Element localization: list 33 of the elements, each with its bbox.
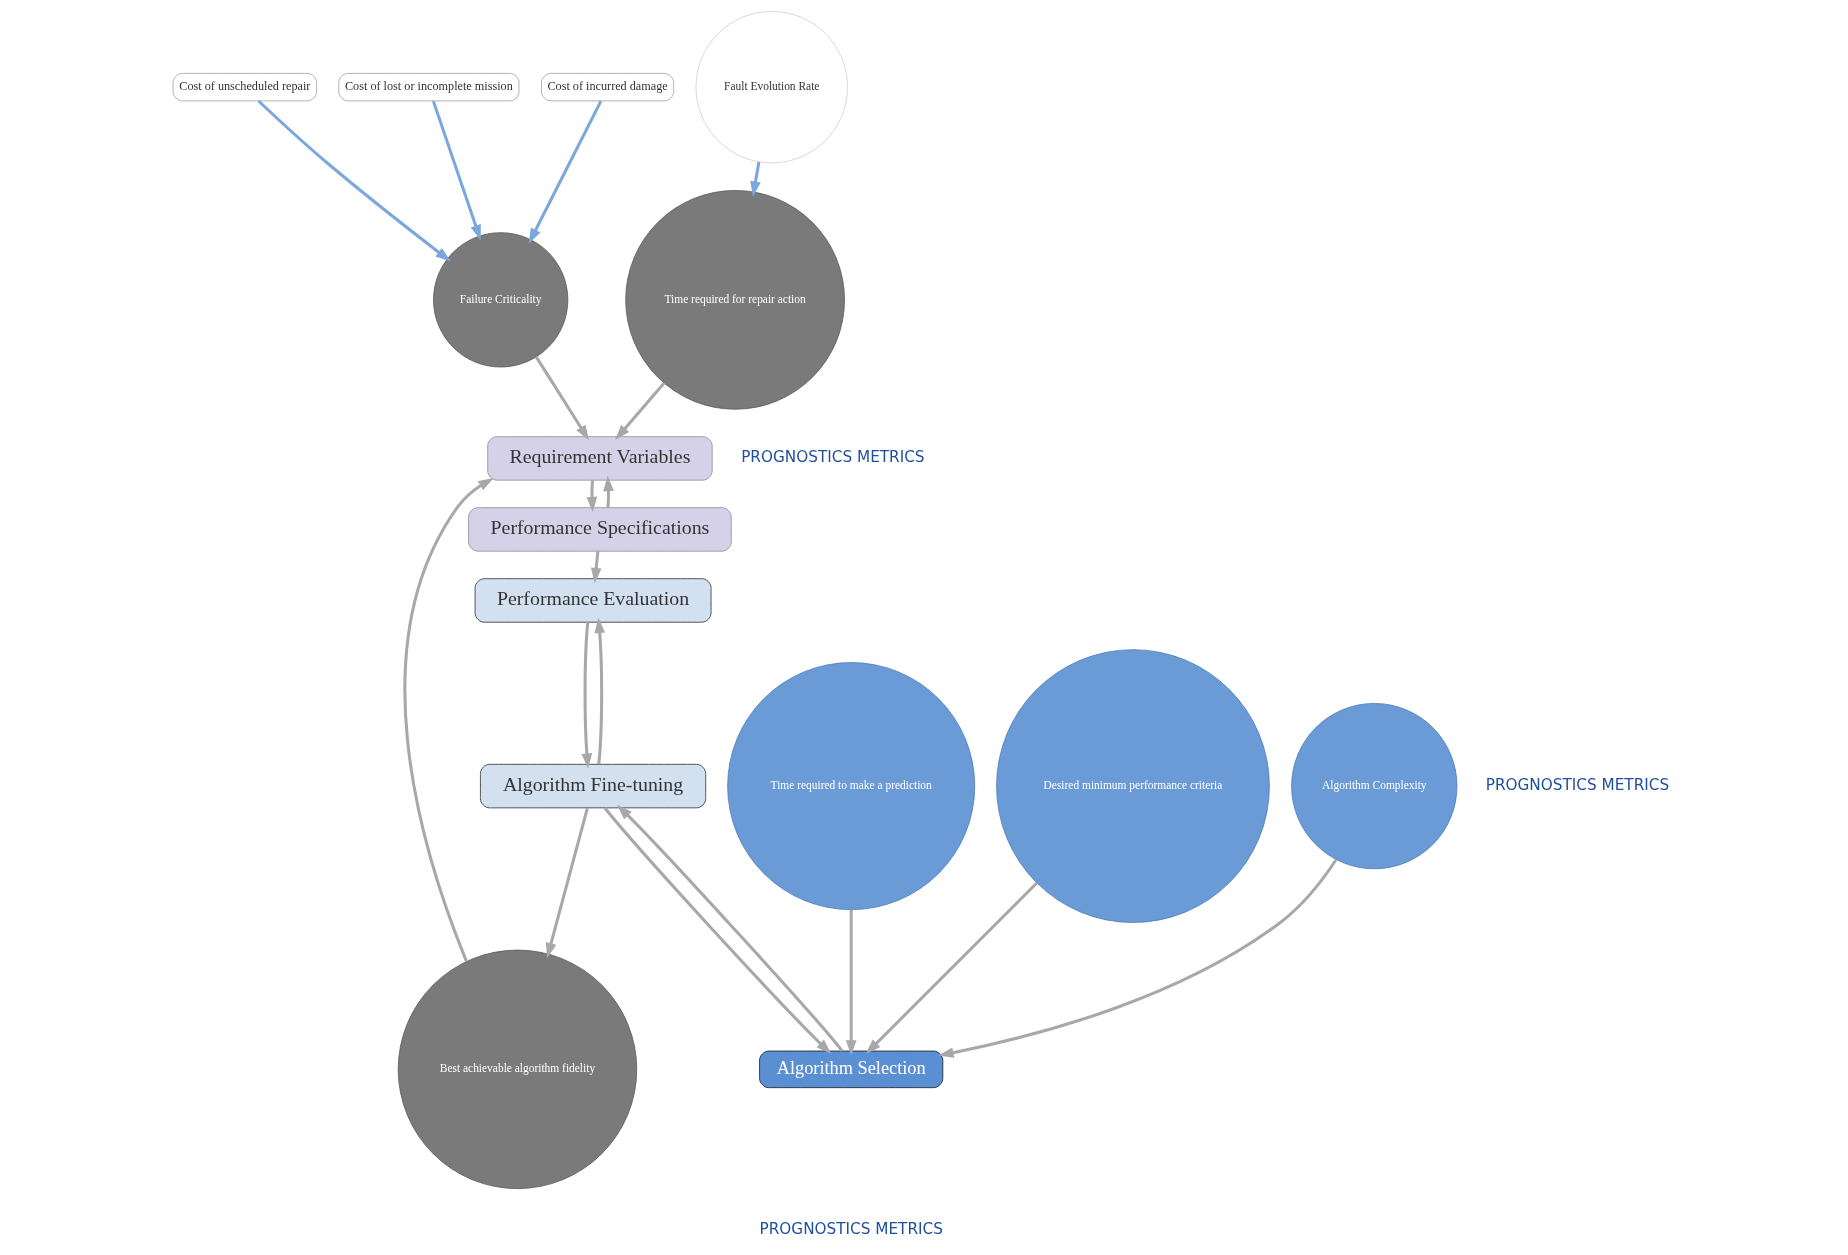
label: PROGNOSTICS METRICS [1485,775,1669,794]
arrow [593,617,605,765]
arrow [586,480,597,513]
label: PROGNOSTICS METRICS [758,1219,943,1238]
arrow [590,551,602,584]
node-circle: Time required for repair action [624,190,845,410]
node-box: Performance Evaluation [474,578,711,623]
label: PROGNOSTICS METRICS [740,448,925,467]
node-circle: Algorithm Complexity [1290,703,1457,870]
node-circle: Fault Evolution Rate [695,10,848,164]
arrow [937,858,1337,1058]
node-box: Requirement Variables [486,436,713,481]
arrow [534,356,589,441]
node-box: Cost of unscheduled repair [172,73,317,102]
node-box: Cost of lost or incomplete mission [337,73,519,102]
arrow [865,881,1038,1055]
node-box: Performance Specifications [467,507,732,552]
arrow [845,909,857,1056]
arrow [402,477,494,962]
node-circle: Time required to make a prediction [726,662,975,911]
arrow [431,100,481,241]
arrow [257,99,451,262]
arrow [614,382,665,440]
node-circle: Desired minimum performance criteria [995,649,1270,923]
node-box: Algorithm Fine-tuning [479,763,706,809]
arrow [580,622,592,769]
arrow [545,807,589,959]
node-box: Cost of incurred damage [540,73,674,102]
arrow [749,161,761,197]
node-circle: Best achievable algorithm fidelity [397,949,637,1190]
arrow [528,100,602,244]
arrow [602,475,614,508]
node-box: Algorithm Selection [758,1050,943,1089]
